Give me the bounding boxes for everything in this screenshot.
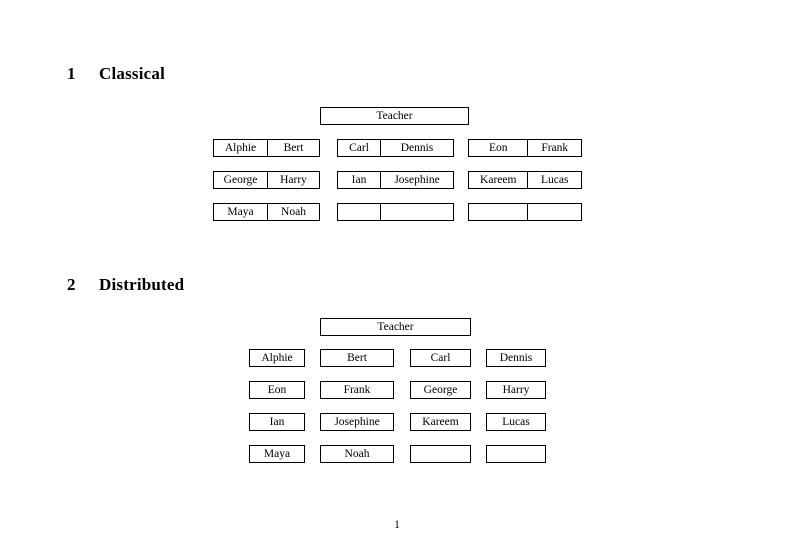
name-cell: Lucas: [527, 172, 581, 188]
name-cell: George: [223, 174, 258, 186]
page-number: 1: [394, 519, 400, 531]
name-box: George: [410, 381, 471, 399]
table-row: Maya Noah: [0, 203, 794, 221]
name-cell-empty: [527, 204, 581, 220]
cell-group: Carl Dennis: [337, 139, 454, 157]
name-cell: Noah: [267, 204, 319, 220]
name-box: Maya: [249, 445, 305, 463]
name-cell-empty: [338, 204, 380, 220]
teacher-box-classical: Teacher: [320, 107, 469, 125]
section-title: Distributed: [99, 275, 185, 294]
name-cell: Kareem: [480, 174, 517, 186]
name-box: Alphie: [249, 349, 305, 367]
table-row: Alphie Bert Carl Dennis: [0, 349, 794, 367]
name-box: Lucas: [486, 413, 546, 431]
name-cell: Josephine: [380, 172, 453, 188]
table-row: Eon Frank George Harry: [0, 381, 794, 399]
name-box: Ian: [249, 413, 305, 431]
name-box: Noah: [320, 445, 394, 463]
cell-group: Eon Frank: [468, 139, 582, 157]
table-row: Alphie Bert Carl Dennis Eon Frank: [0, 139, 794, 157]
name-box: Harry: [486, 381, 546, 399]
name-cell: Carl: [349, 142, 369, 154]
name-box: Carl: [410, 349, 471, 367]
name-box-empty: [486, 445, 546, 463]
section-heading-distributed: 2 Distributed: [67, 275, 184, 295]
section-number: 2: [67, 275, 76, 294]
table-row: George Harry Ian Josephine Kareem Lucas: [0, 171, 794, 189]
name-cell: Dennis: [380, 140, 453, 156]
name-cell: Bert: [267, 140, 319, 156]
section-number: 1: [67, 64, 76, 83]
section-heading-classical: 1 Classical: [67, 64, 165, 84]
name-box-empty: [410, 445, 471, 463]
cell-group: Maya Noah: [213, 203, 320, 221]
name-cell: Harry: [267, 172, 319, 188]
name-cell-empty: [380, 204, 453, 220]
name-cell: Ian: [351, 174, 367, 186]
cell-group: [337, 203, 454, 221]
name-box: Dennis: [486, 349, 546, 367]
teacher-box-distributed: Teacher: [320, 318, 471, 336]
cell-group: Alphie Bert: [213, 139, 320, 157]
cell-group: Kareem Lucas: [468, 171, 582, 189]
table-row: Ian Josephine Kareem Lucas: [0, 413, 794, 431]
name-box: Kareem: [410, 413, 471, 431]
cell-group: [468, 203, 582, 221]
name-cell-empty: [469, 204, 527, 220]
name-box: Frank: [320, 381, 394, 399]
section-title: Classical: [99, 64, 166, 83]
name-cell: Eon: [488, 142, 508, 154]
cell-group: Ian Josephine: [337, 171, 454, 189]
name-cell: Maya: [227, 206, 254, 218]
name-box: Josephine: [320, 413, 394, 431]
name-cell: Frank: [527, 140, 581, 156]
cell-group: George Harry: [213, 171, 320, 189]
name-box: Eon: [249, 381, 305, 399]
table-row: Maya Noah: [0, 445, 794, 463]
name-cell: Alphie: [224, 142, 257, 154]
name-box: Bert: [320, 349, 394, 367]
